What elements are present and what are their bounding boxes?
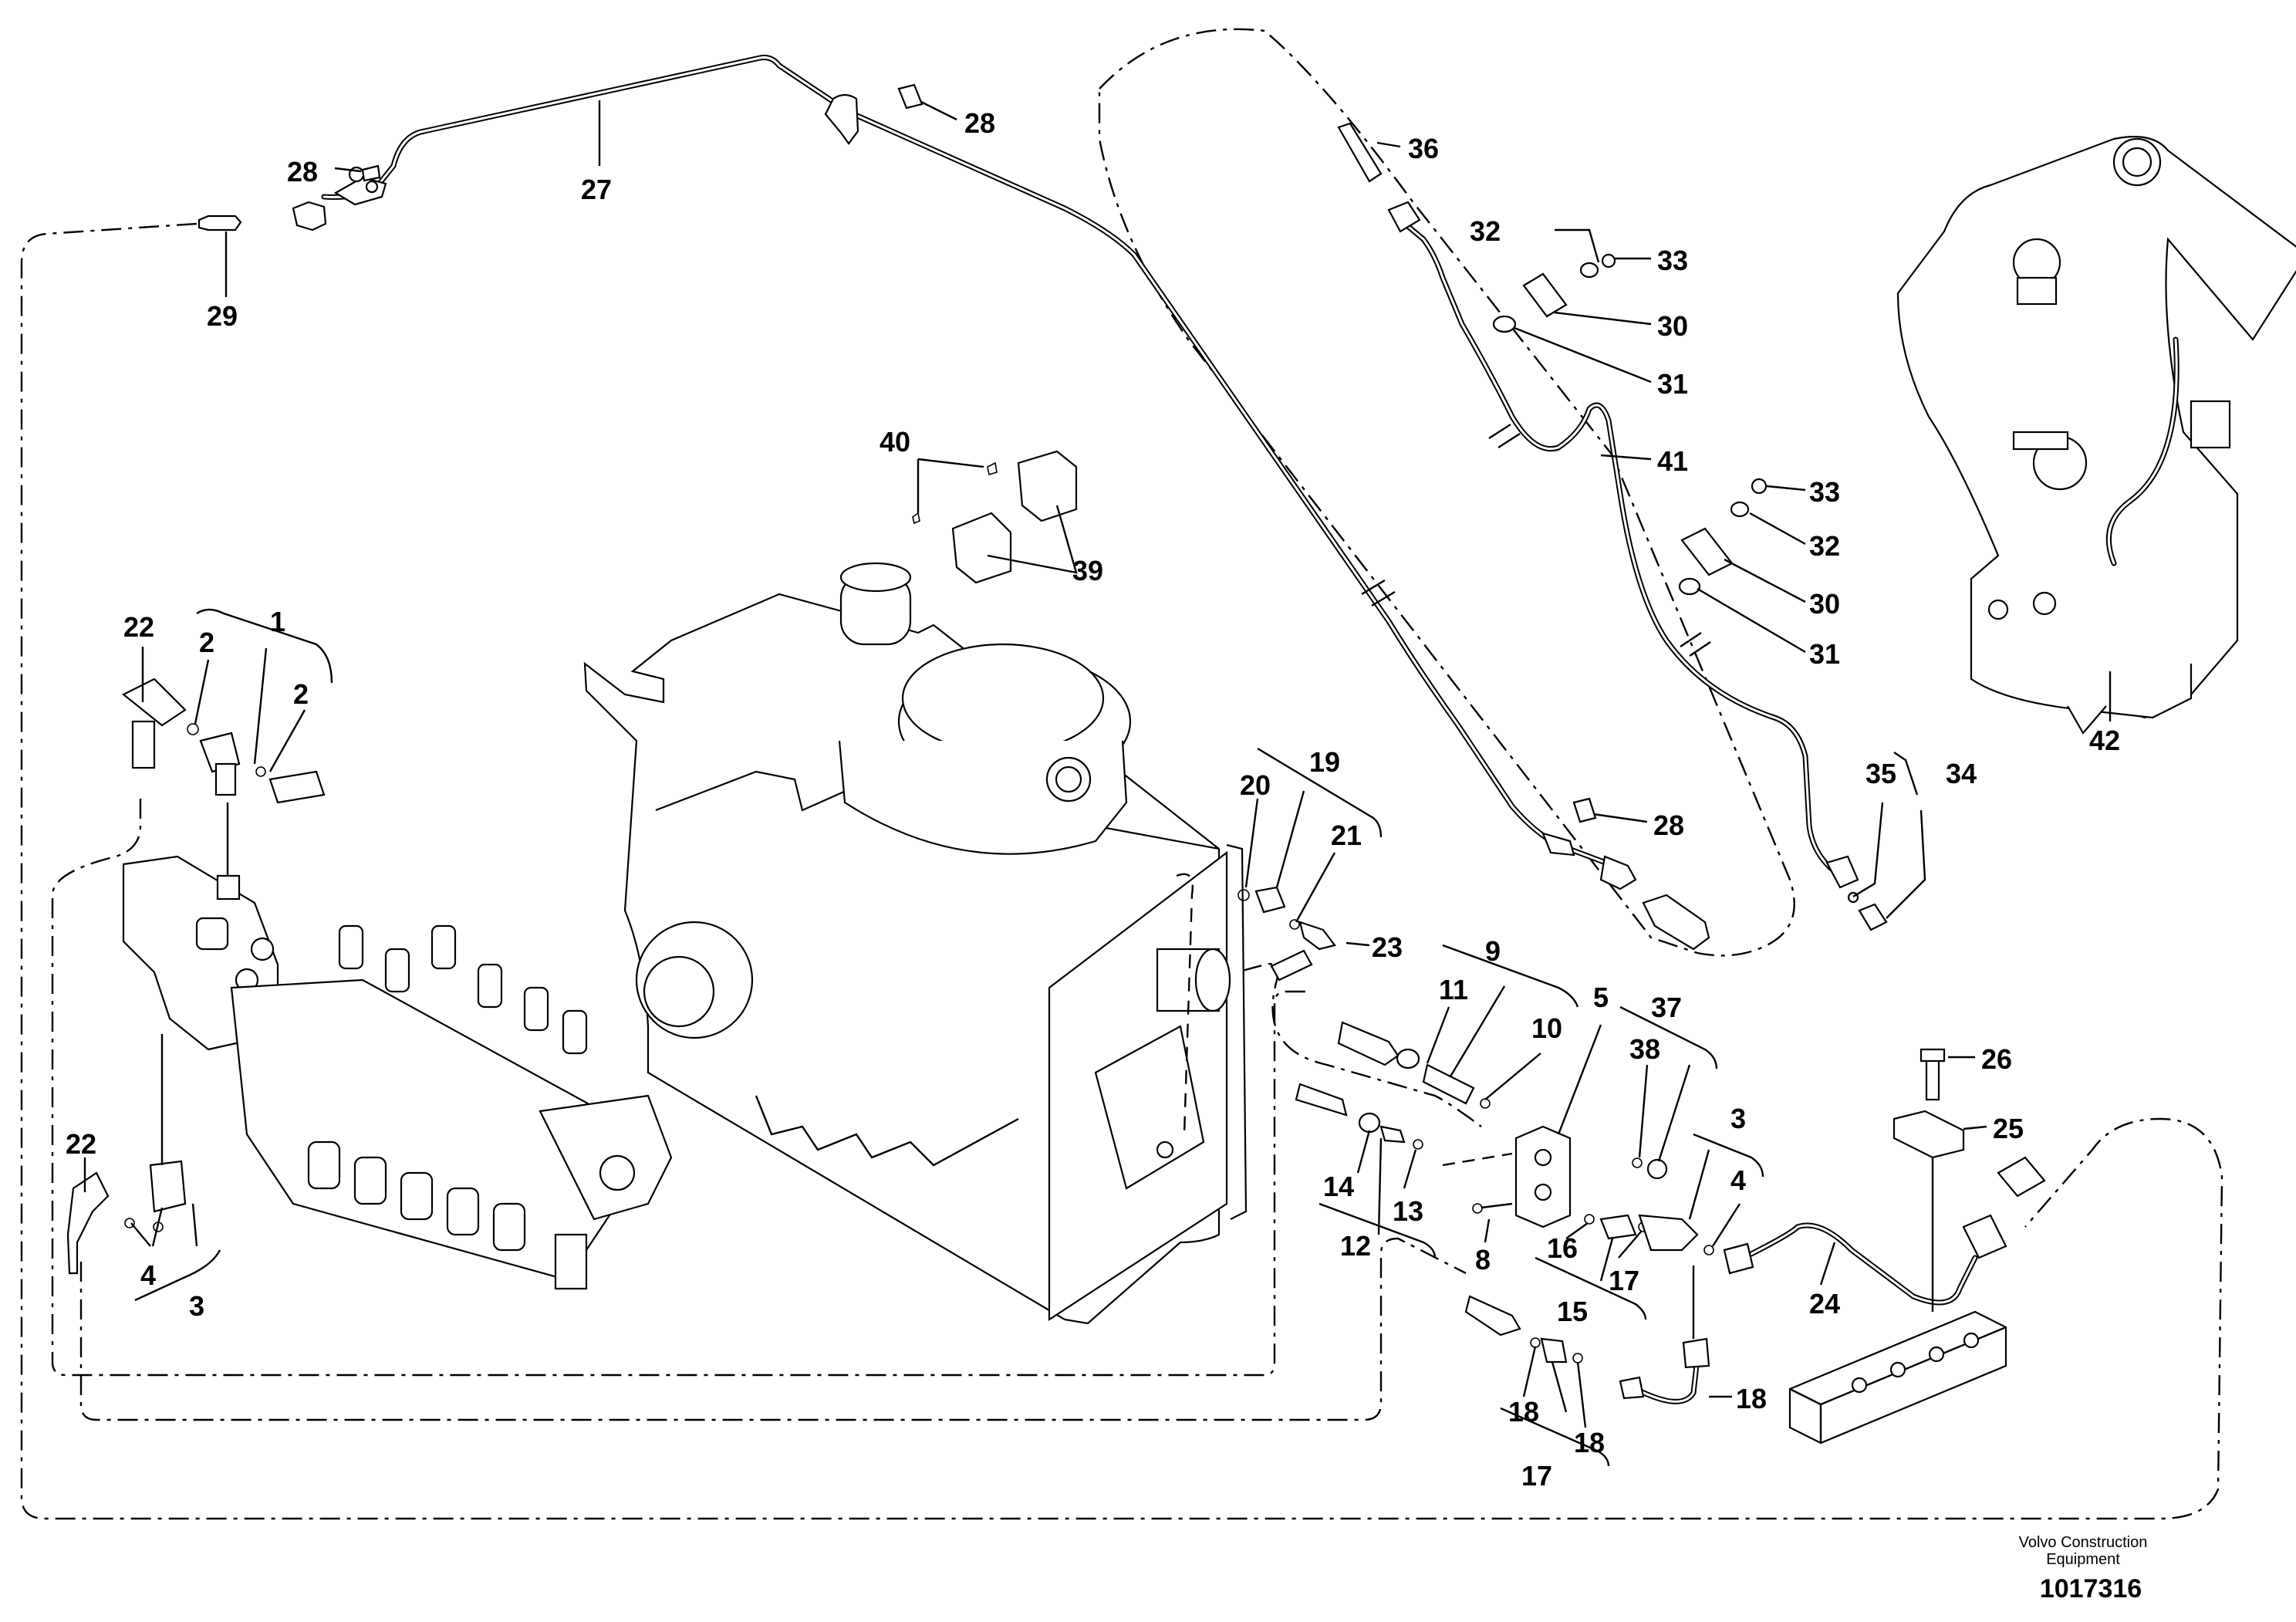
label-29: 29 (207, 300, 238, 332)
label-2-b: 2 (293, 678, 309, 710)
label-15: 17 (1609, 1265, 1639, 1296)
label-17: 17 (1521, 1460, 1552, 1492)
label-14: 16 (1547, 1232, 1578, 1264)
label-1: 1 (270, 606, 285, 637)
label-8: 10 (1531, 1012, 1562, 1044)
label-9: 11 (1439, 974, 1468, 1005)
label-4-left: 4 (140, 1259, 156, 1291)
valve-5 (1472, 1125, 1572, 1228)
label-39: 39 (1072, 555, 1103, 586)
label-12: 14 (1323, 1171, 1354, 1202)
label-19: 19 (1309, 746, 1340, 778)
label-10: 12 (1340, 1230, 1371, 1262)
tube-27 (198, 55, 1710, 951)
label-41: 41 (1657, 445, 1688, 477)
fitting-group-19 (1237, 886, 1336, 982)
label-38: 38 (1629, 1033, 1660, 1065)
label-33-lower: 33 (1809, 476, 1840, 508)
label-34: 34 (1946, 758, 1977, 789)
label-21: 21 (1331, 819, 1362, 851)
label-2-a: 2 (199, 627, 214, 658)
label-27: 27 (581, 174, 612, 205)
valve-bank-fittings (307, 924, 588, 1252)
tube-16 (1619, 1265, 1710, 1404)
callout-labels: 27 28 28 29 36 32 33 30 31 41 33 32 30 3… (66, 107, 2120, 1492)
label-26: 26 (1981, 1043, 2012, 1075)
label-28-right: 28 (1653, 809, 1684, 841)
label-11: 13 (1393, 1195, 1423, 1227)
brand-line-1: Volvo Construction (2018, 1534, 2148, 1551)
label-30-lower: 30 (1809, 588, 1840, 620)
label-3-right: 3 (1730, 1103, 1746, 1134)
label-6: 8 (1475, 1244, 1491, 1276)
clamp-block-24 (1788, 1142, 2007, 1445)
label-28-top: 28 (964, 107, 995, 139)
clamp-set-lower (1678, 478, 1768, 596)
fitting-36 (1337, 122, 1383, 183)
label-24: 24 (1809, 1288, 1840, 1320)
label-23: 23 (1372, 931, 1403, 963)
label-20: 20 (1240, 769, 1271, 801)
fitting-group-1 (121, 678, 326, 901)
tube-41 (1387, 201, 1859, 889)
fitting-group-37 (1632, 1157, 1668, 1180)
leader-lines (83, 83, 2112, 1467)
label-5: 5 (1593, 982, 1609, 1013)
label-33-upper: 33 (1657, 245, 1688, 276)
fitting-group-17 (1464, 1295, 1583, 1363)
label-13: 15 (1557, 1296, 1588, 1327)
fitting-group-3 (66, 1034, 187, 1275)
fitting-group-3-right (1638, 1214, 1714, 1255)
label-40: 40 (880, 426, 910, 458)
brand-caption: Volvo Construction Equipment (1975, 1534, 2191, 1568)
label-36: 36 (1408, 133, 1439, 164)
fitting-group-10 (1295, 1083, 1513, 1167)
label-22-upper: 22 (123, 611, 154, 643)
label-31-lower: 31 (1809, 638, 1840, 670)
label-16: 18 (1736, 1383, 1767, 1414)
hose-19-23 (1176, 873, 1194, 1135)
brand-line-2: Equipment (2046, 1551, 2120, 1568)
filter-39 (912, 450, 1078, 584)
document-number: 1017316 (2039, 1574, 2142, 1603)
clamp-set-upper (1492, 253, 1616, 333)
label-3-left: 3 (189, 1290, 204, 1322)
label-31-upper: 31 (1657, 368, 1688, 400)
label-35: 35 (1866, 758, 1896, 789)
label-30-upper: 30 (1657, 310, 1688, 342)
label-32-lower: 32 (1809, 530, 1840, 562)
label-18-a: 18 (1508, 1396, 1539, 1428)
label-32-upper: 32 (1470, 215, 1501, 247)
label-4-right: 4 (1730, 1164, 1746, 1196)
label-18-b: 18 (1574, 1427, 1605, 1458)
valve-bank (122, 855, 673, 1290)
tube-24 (1723, 1156, 2046, 1306)
label-25: 25 (1993, 1113, 2024, 1144)
attachment-42 (1896, 136, 2296, 735)
label-22-lower: 22 (66, 1128, 96, 1160)
label-28-left: 28 (287, 156, 318, 188)
tank (583, 562, 1248, 1325)
clamp-25 (1893, 1048, 1965, 1159)
fitting-group-7 (1337, 1021, 1491, 1109)
fitting-34 (1847, 891, 1888, 931)
label-7: 9 (1485, 935, 1501, 967)
label-42: 42 (2089, 725, 2120, 756)
label-37: 37 (1651, 992, 1682, 1023)
